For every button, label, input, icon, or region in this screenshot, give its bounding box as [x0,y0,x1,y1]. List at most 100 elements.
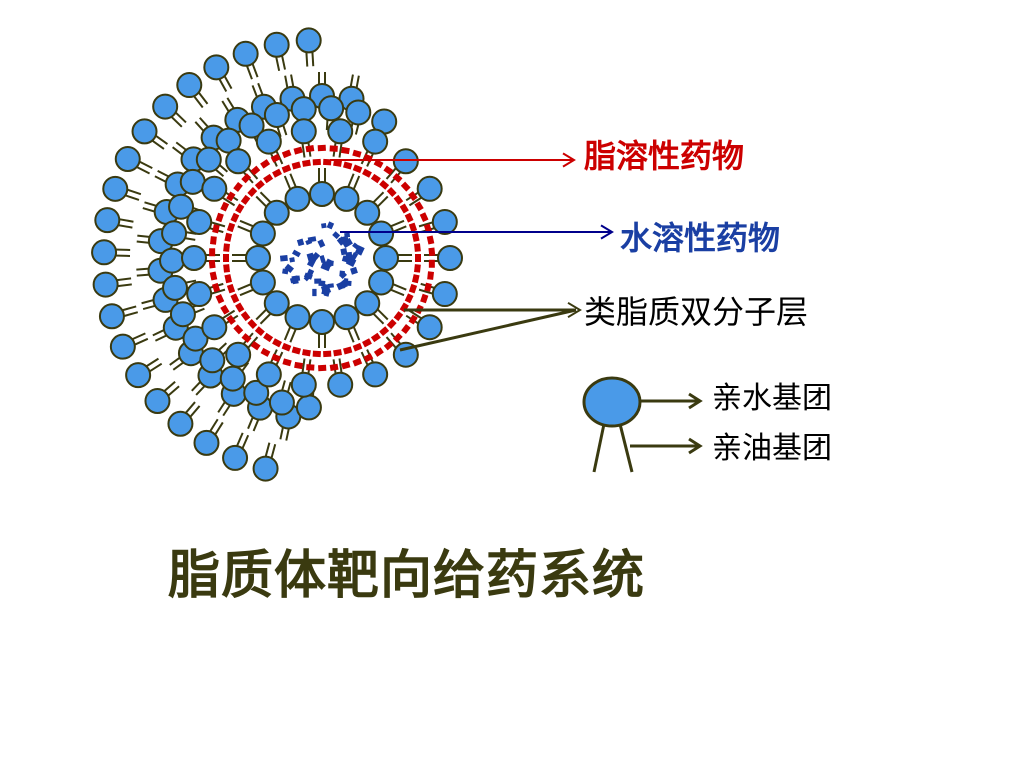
hydrophilic-drug-particle [339,270,345,277]
lipophilic-drug-particle [209,271,218,281]
phospholipid-head-icon [290,96,317,123]
hydrophilic-drug-particle [341,237,353,249]
phospholipid-head-icon [222,444,249,471]
lipophilic-drug-particle [343,346,353,355]
phospholipid-head-icon [162,274,189,301]
phospholipid-head-icon [263,101,290,128]
phospholipid-head-icon [232,40,259,67]
lipophilic-drug-particle [302,349,311,357]
lipophilic-drug-particle [224,274,233,284]
arrow-head-icon [688,437,703,455]
lipophilic-drug-particle [260,347,271,357]
lipophilic-drug-particle [404,212,414,223]
lipophilic-drug-particle [329,145,338,152]
phospholipid-head-icon [238,112,265,139]
hydrophilic-drug-particle [350,266,358,275]
lipophilic-drug-particle [293,146,303,155]
phospholipid-head-icon [181,245,207,271]
lipophilic-drug-particle [341,146,350,155]
phospholipid-head-icon [416,175,443,202]
lipophilic-drug-particle [223,264,230,273]
hydrophilic-drug-particle [317,239,326,248]
lipophilic-drug-particle [333,159,342,167]
lipophilic-drug-particle [419,212,429,222]
lipophilic-drug-particle [317,144,326,152]
lipophilic-drug-particle [281,149,292,159]
lipophilic-drug-particle [408,191,418,202]
hydrophilic-drug-particle [339,278,350,289]
phospholipid-head-icon [362,361,389,388]
hydrophilic-drug-particle [314,278,322,284]
lipophilic-drug-particle [230,293,240,304]
phospholipid-head-icon [144,388,171,415]
phospholipid-head-icon [295,27,322,54]
lipophilic-drug-particle [352,342,363,352]
lipophilic-drug-particle [312,158,321,166]
phospholipid-head-icon [186,281,213,308]
lipophilic-drug-particle [392,332,403,343]
hydrophilic-drug-particle [296,238,305,247]
lipophilic-drug-particle [420,293,429,304]
lipophilic-drug-particle [333,349,342,357]
lipophilic-drug-particle [329,363,339,371]
phospholipid-head-icon [327,118,354,145]
phospholipid-head-icon [431,281,458,308]
phospholipid-head-icon [203,54,230,81]
lipophilic-drug-particle [411,232,420,242]
lipophilic-drug-particle [392,173,403,183]
lipophilic-drug-particle [401,324,411,335]
phospholipid-head-icon [309,181,335,207]
phospholipid-head-icon [284,304,311,331]
phospholipid-head-icon [169,301,196,328]
arrow-bilayer-2 [399,308,577,352]
lipophilic-drug-particle [233,181,243,192]
phospholipid-head-icon [131,118,158,145]
hydrophilic-drug-particle [319,254,326,264]
lipophilic-drug-particle [226,222,236,233]
hydrophilic-drug-particle [311,253,319,262]
hydrophilic-drug-particle [289,257,295,263]
lipophilic-drug-particle [414,201,424,212]
label-hydrophilic-drug: 水溶性药物 [620,219,781,257]
lipophilic-drug-particle [281,164,292,174]
phospholipid-head-icon [392,148,419,175]
lipophilic-drug-particle [250,165,261,176]
phospholipid-tail-icon [592,423,606,473]
phospholipid-head-icon [182,325,209,352]
arrow-head-icon [600,224,614,240]
phospholipid-head-icon [252,455,279,482]
lipophilic-drug-particle [408,314,418,325]
lipophilic-drug-particle [352,149,362,158]
lipophilic-drug-particle [226,314,236,325]
lipophilic-drug-particle [426,235,435,245]
lipophilic-drug-particle [233,324,244,335]
lipophilic-drug-particle [263,173,274,184]
lipophilic-drug-particle [424,282,432,292]
label-lipophilic-group: 亲油基团 [712,431,832,466]
phospholipid-head-icon [354,290,381,317]
arrow-head-icon [688,392,703,410]
callout-arrows [330,152,614,352]
hydrophilic-drug-particle [279,254,288,262]
lipophilic-drug-particle [399,302,409,313]
phospholipid-head-icon [333,304,360,331]
lipophilic-drug-particle [211,282,221,293]
legend-molecule [582,376,703,473]
phospholipid-head-icon [195,146,222,173]
lipophilic-drug-particle [370,332,381,343]
lipophilic-drug-particle [352,164,363,174]
lipophilic-drug-particle [306,364,315,371]
lipophilic-drug-particle [305,145,315,153]
phospholipid-head-icon [318,95,345,122]
lipophilic-drug-dots [208,144,436,372]
lipophilic-drug-particle [362,168,372,178]
phospholipid-head-icon [225,341,252,368]
hydrophilic-drug-particle [332,231,341,240]
phospholipid-head-icon [225,148,252,175]
lipophilic-drug-particle [383,165,394,176]
phospholipid-head-icon [416,314,443,341]
lipophilic-drug-particle [223,254,229,262]
phospholipid-head-icon [362,128,389,155]
phospholipid-head-icon [98,303,125,330]
phospholipid-head-icon [245,245,271,271]
